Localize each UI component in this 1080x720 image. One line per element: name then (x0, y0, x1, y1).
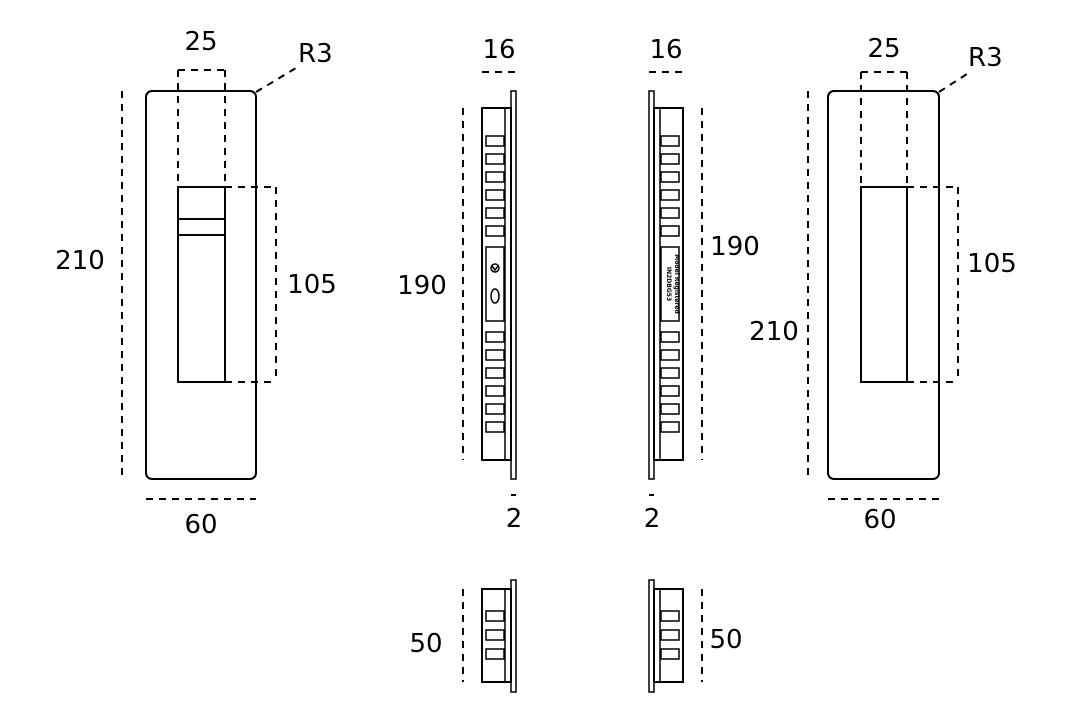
dim-plate-width: 60 (863, 505, 896, 535)
dim-grip-height: 105 (287, 270, 337, 300)
dim-plate-height: 210 (55, 246, 105, 276)
plate-outline (827, 90, 940, 480)
side-body (653, 107, 684, 461)
dim-body-height: 190 (710, 232, 760, 262)
front-view-right: 25 R3 210 105 60 (749, 34, 1017, 535)
rib-slots (660, 610, 680, 660)
label-text-line2: Model Registered (673, 254, 680, 313)
grip-recess (177, 186, 226, 383)
rib-slots-upper (485, 135, 505, 237)
rib-slots-lower (485, 331, 505, 433)
label-panel (660, 246, 680, 322)
rib-slots (485, 610, 505, 660)
short-side-view-right: 50 (648, 579, 743, 693)
dim-radius: R3 (298, 39, 333, 69)
side-view-left: 16 190 2 (397, 35, 522, 534)
grip-bar (177, 218, 226, 236)
dim-depth: 16 (482, 35, 515, 65)
side-body (481, 107, 512, 461)
dim-grip-width: 25 (867, 34, 900, 64)
rib-slots-upper (660, 135, 680, 237)
dim-grip-width: 25 (184, 27, 217, 57)
dim-body-height: 190 (397, 271, 447, 301)
dim-grip-height: 105 (967, 249, 1017, 279)
dim-radius: R3 (968, 43, 1003, 73)
short-side-view-left: 50 (409, 579, 517, 693)
rib-slots-lower (660, 331, 680, 433)
dim-plate-height: 210 (749, 317, 799, 347)
label-logo (490, 263, 500, 304)
label-panel (485, 246, 505, 322)
dim-short-height: 50 (409, 629, 442, 659)
front-view-left: 25 R3 210 105 60 (55, 27, 337, 540)
dim-depth: 16 (649, 35, 682, 65)
short-body (481, 588, 512, 683)
dim-short-height: 50 (709, 625, 742, 655)
label-text-line1: IN2DBG53 (665, 267, 672, 301)
short-body (653, 588, 684, 683)
dim-plate-thickness: 2 (644, 504, 661, 534)
grip-recess (860, 186, 908, 383)
plate-outline (145, 90, 257, 480)
dim-plate-width: 60 (184, 510, 217, 540)
side-view-right: IN2DBG53 Model Registered 16 190 2 (644, 35, 760, 534)
dim-plate-thickness: 2 (506, 504, 523, 534)
